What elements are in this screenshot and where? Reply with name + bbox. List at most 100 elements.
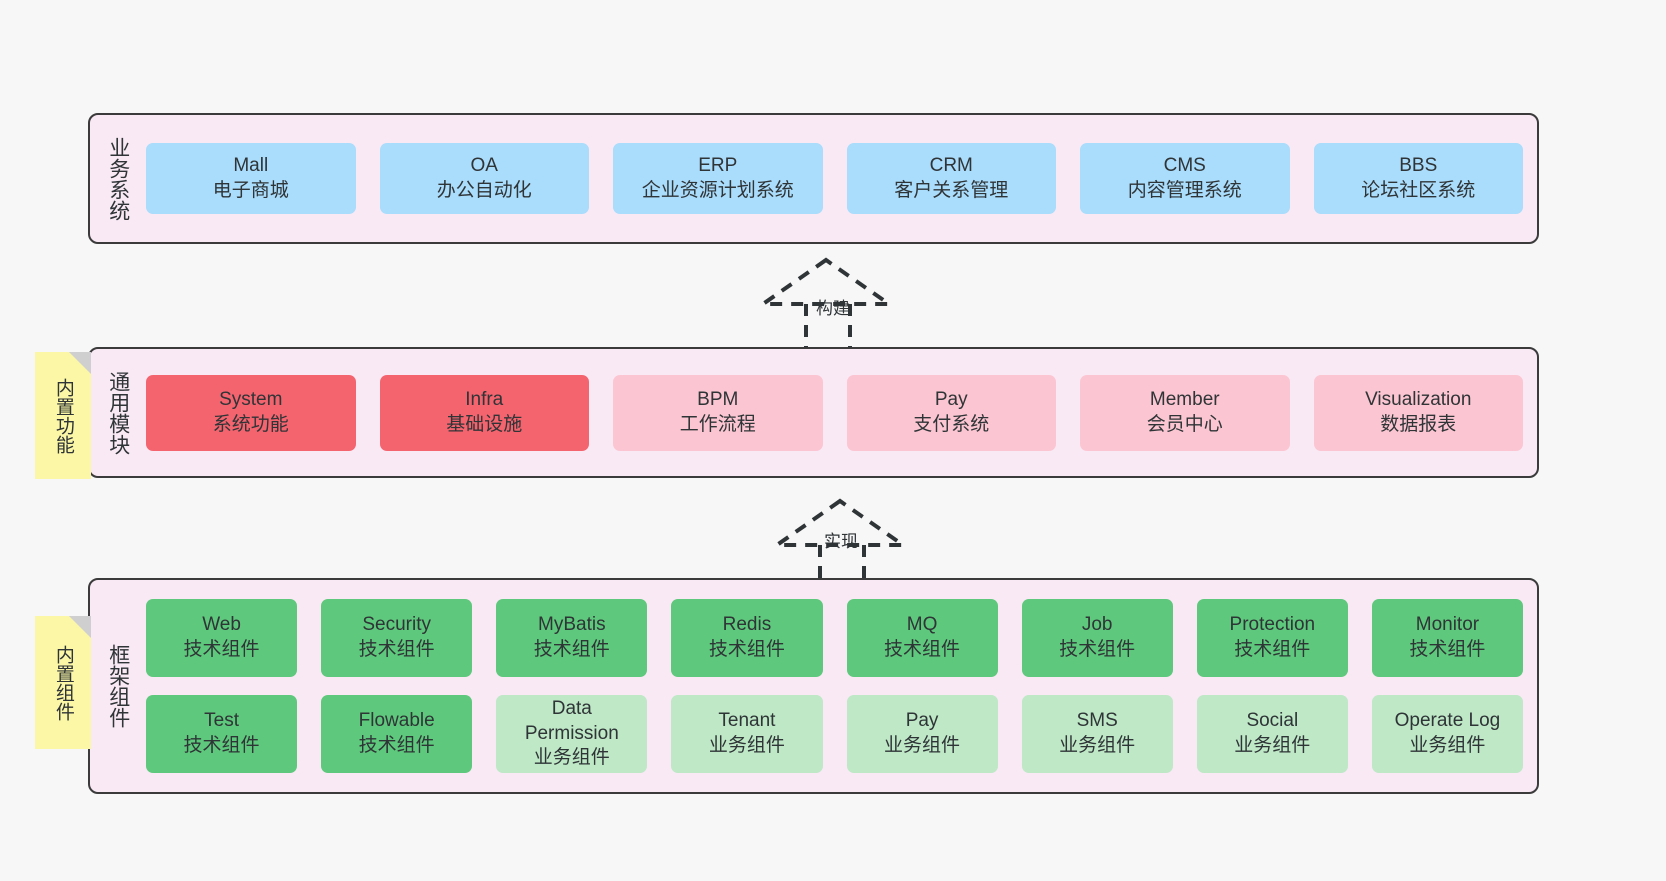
card-erp[interactable]: ERP 企业资源计划系统 [613,143,823,214]
card-flowable[interactable]: Flowable 技术组件 [321,695,473,773]
card-desc: 技术组件 [708,639,785,660]
card-monitor[interactable]: Monitor 技术组件 [1371,599,1523,677]
card-name: Member [1149,388,1220,410]
card-row: Test 技术组件 Flowable 技术组件 Data Permission … [146,695,1523,773]
card-visualization[interactable]: Visualization 数据报表 [1313,374,1523,451]
card-mall[interactable]: Mall 电子商城 [146,143,356,214]
layer-title-framework: 框架组件 [106,644,130,728]
card-name: Test [204,710,239,732]
card-name: Tenant [718,710,776,732]
card-social[interactable]: Social 业务组件 [1196,695,1348,773]
note-fold-icon [69,352,91,374]
card-desc: 业务组件 [884,735,961,756]
card-member[interactable]: Member 会员中心 [1080,374,1290,451]
card-name: CMS [1163,154,1206,176]
connector-label-implement: 实现 [824,532,858,551]
card-name: Operate Log [1394,710,1501,732]
card-bpm[interactable]: BPM 工作流程 [613,374,823,451]
card-name: Mall [233,154,269,176]
layer-body-framework: Web 技术组件 Security 技术组件 MyBatis 技术组件 Redi… [146,580,1537,792]
card-desc: 技术组件 [1409,639,1486,660]
card-row: Mall 电子商城 OA 办公自动化 ERP 企业资源计划系统 CRM 客户关系… [146,143,1523,214]
card-infra[interactable]: Infra 基础设施 [379,374,589,451]
card-mq[interactable]: MQ 技术组件 [846,599,998,677]
layer-title-business: 业务系统 [106,136,130,221]
card-desc: 技术组件 [533,639,610,660]
card-web[interactable]: Web 技术组件 [146,599,298,677]
card-name: Job [1081,614,1113,636]
card-desc: 业务组件 [1059,735,1136,756]
card-name: OA [470,154,498,176]
card-mybatis[interactable]: MyBatis 技术组件 [496,599,648,677]
card-name: MyBatis [538,614,606,636]
card-desc: 办公自动化 [436,179,532,201]
card-name: Protection [1229,614,1316,636]
card-data-permission[interactable]: Data Permission 业务组件 [496,695,648,773]
card-job[interactable]: Job 技术组件 [1021,599,1173,677]
card-pay[interactable]: Pay 支付系统 [846,374,1056,451]
card-desc: 技术组件 [1234,639,1311,660]
card-sms[interactable]: SMS 业务组件 [1021,695,1173,773]
layer-body-common: System 系统功能 Infra 基础设施 BPM 工作流程 Pay 支付系统… [146,349,1537,476]
card-cms[interactable]: CMS 内容管理系统 [1080,143,1290,214]
card-desc: 会员中心 [1146,413,1223,435]
card-desc: 支付系统 [913,413,990,435]
card-row: Web 技术组件 Security 技术组件 MyBatis 技术组件 Redi… [146,599,1523,677]
card-name: MQ [906,614,938,636]
card-desc: 客户关系管理 [894,179,1009,201]
note-fold-icon [69,616,91,638]
note-label: 内置组件 [52,644,74,721]
card-desc: 技术组件 [1059,639,1136,660]
card-desc: 技术组件 [884,639,961,660]
layer-framework-components: 框架组件 Web 技术组件 Security 技术组件 MyBatis 技术组件… [88,578,1539,794]
card-system[interactable]: System 系统功能 [146,374,356,451]
card-row: System 系统功能 Infra 基础设施 BPM 工作流程 Pay 支付系统… [146,374,1523,451]
card-bbs[interactable]: BBS 论坛社区系统 [1313,143,1523,214]
connector-implement: 实现 [752,483,952,593]
card-desc: 基础设施 [446,413,523,435]
note-label: 内置功能 [52,377,74,454]
card-pay-business[interactable]: Pay 业务组件 [846,695,998,773]
card-name: Visualization [1365,388,1472,410]
card-desc: 技术组件 [358,639,435,660]
card-operate-log[interactable]: Operate Log 业务组件 [1371,695,1523,773]
card-security[interactable]: Security 技术组件 [321,599,473,677]
card-crm[interactable]: CRM 客户关系管理 [846,143,1056,214]
card-name: Infra [465,388,504,410]
card-oa[interactable]: OA 办公自动化 [379,143,589,214]
card-name: Pay [905,710,939,732]
card-name: System [219,388,283,410]
card-desc: 技术组件 [183,735,260,756]
card-tenant[interactable]: Tenant 业务组件 [671,695,823,773]
card-desc: 企业资源计划系统 [641,179,794,201]
card-name: Monitor [1415,614,1480,636]
card-desc: 技术组件 [358,735,435,756]
card-name: Web [202,614,241,636]
card-redis[interactable]: Redis 技术组件 [671,599,823,677]
card-name: Flowable [358,710,435,732]
card-name: BBS [1399,154,1438,176]
card-desc: 技术组件 [183,639,260,660]
card-name: Redis [722,614,772,636]
card-protection[interactable]: Protection 技术组件 [1196,599,1348,677]
card-name: Data Permission [524,697,619,744]
layer-common-modules: 通用模块 System 系统功能 Infra 基础设施 BPM 工作流程 Pay… [88,347,1539,478]
card-name: Pay [934,388,968,410]
card-test[interactable]: Test 技术组件 [146,695,298,773]
card-desc: 系统功能 [212,413,289,435]
card-desc: 论坛社区系统 [1361,179,1476,201]
card-name: CRM [929,154,973,176]
card-desc: 数据报表 [1380,413,1457,435]
card-desc: 工作流程 [679,413,756,435]
card-name: Security [362,614,431,636]
note-builtin-components: 内置组件 [35,616,91,749]
card-desc: 业务组件 [533,747,610,769]
note-builtin-features: 内置功能 [35,352,91,479]
connector-build: 构建 [738,252,938,362]
card-desc: 内容管理系统 [1127,179,1242,201]
card-desc: 电子商城 [212,179,289,201]
connector-label-build: 构建 [816,299,850,318]
layer-business-systems: 业务系统 Mall 电子商城 OA 办公自动化 ERP 企业资源计划系统 CRM… [88,113,1539,244]
card-desc: 业务组件 [708,735,785,756]
